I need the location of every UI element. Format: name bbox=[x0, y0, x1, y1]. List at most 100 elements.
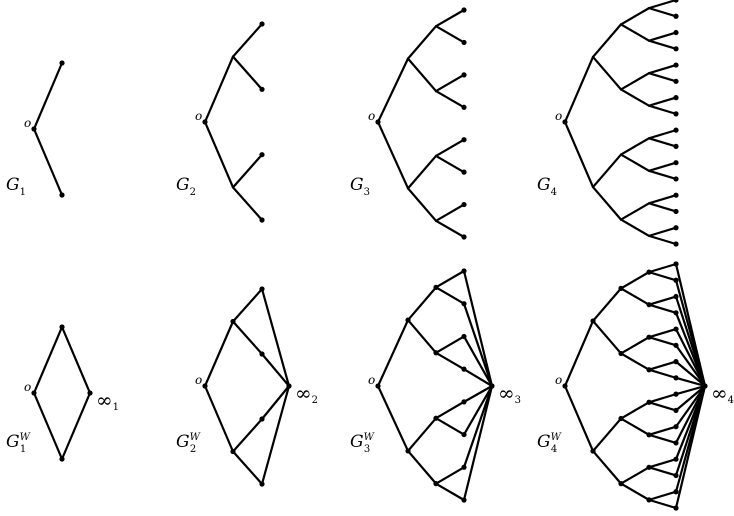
tree-edge bbox=[434, 154, 466, 174]
tree-edge bbox=[406, 318, 438, 354]
tree-edges bbox=[32, 61, 64, 197]
graph-name-superscript: W bbox=[364, 432, 375, 443]
graph-name-subscript: 1 bbox=[20, 444, 26, 455]
tree-nodes bbox=[375, 268, 495, 503]
graph-name-subscript: 3 bbox=[364, 444, 370, 455]
tree-edge bbox=[647, 393, 678, 404]
tree-edge bbox=[231, 450, 264, 486]
tree-edges bbox=[376, 8, 466, 239]
wire-edge bbox=[60, 391, 92, 461]
tree-edge bbox=[406, 57, 438, 93]
wire-edge bbox=[674, 384, 707, 428]
leaf-node bbox=[673, 293, 679, 300]
tree-edge bbox=[619, 336, 651, 355]
wire-edge bbox=[462, 335, 494, 388]
panel-g1: oG1 bbox=[6, 60, 65, 198]
wire-edge bbox=[462, 302, 494, 388]
tree-edge bbox=[591, 319, 623, 355]
tree-edge bbox=[619, 202, 651, 221]
leaf-node bbox=[461, 137, 467, 143]
leaf-node bbox=[461, 39, 467, 46]
panel-g3: oG3 bbox=[350, 7, 467, 240]
inner-node bbox=[646, 432, 652, 438]
tree-edge bbox=[434, 8, 466, 28]
tree-edge bbox=[647, 401, 678, 412]
graph-name-subscript: 1 bbox=[20, 187, 26, 198]
leaf-node bbox=[673, 407, 679, 413]
wire-edge bbox=[462, 384, 494, 436]
tree-edges bbox=[203, 22, 264, 222]
graph-name-letter: G bbox=[6, 432, 20, 452]
graph-name-subscript: 2 bbox=[190, 187, 196, 198]
leaf-node bbox=[673, 359, 679, 365]
tree-edge bbox=[434, 335, 466, 354]
sink-subscript: 1 bbox=[113, 402, 119, 413]
graph-name-label: G4 bbox=[537, 175, 557, 198]
graph-name-letter: G bbox=[350, 175, 364, 195]
tree-edge bbox=[434, 466, 466, 485]
tree-edge bbox=[231, 22, 264, 58]
tree-edge bbox=[647, 31, 678, 42]
inner-node bbox=[433, 415, 439, 421]
leaf-node bbox=[673, 78, 679, 84]
root-label: o bbox=[195, 109, 202, 123]
graph-name-superscript: W bbox=[190, 432, 201, 443]
leaf-node bbox=[461, 464, 467, 470]
inner-node bbox=[646, 399, 652, 405]
tree-edge bbox=[647, 425, 678, 436]
graph-name-label: G1 bbox=[6, 175, 26, 198]
tree-edge bbox=[32, 61, 64, 131]
leaf-node bbox=[673, 261, 679, 267]
wire-edge bbox=[462, 384, 494, 469]
tree-edges bbox=[563, 0, 678, 246]
tree-edge bbox=[647, 7, 678, 18]
tree-edge bbox=[647, 202, 678, 213]
tree-edge bbox=[591, 287, 623, 323]
wire-edge bbox=[674, 384, 707, 412]
wire-edge bbox=[462, 269, 494, 388]
leaf-node bbox=[673, 489, 679, 495]
tree-edge bbox=[434, 89, 466, 109]
root-node bbox=[202, 119, 208, 125]
leaf-node bbox=[461, 431, 467, 438]
wire-edge bbox=[260, 352, 291, 388]
tree-edge bbox=[619, 417, 651, 436]
tree-nodes bbox=[202, 21, 265, 223]
tree-edge bbox=[32, 391, 64, 461]
tree-edge bbox=[647, 72, 678, 83]
tree-edge bbox=[376, 57, 410, 124]
inner-node bbox=[405, 448, 411, 454]
tree-edge bbox=[231, 417, 264, 453]
graph-name-letter: G bbox=[537, 432, 551, 452]
tree-edge bbox=[647, 161, 678, 172]
leaf-node bbox=[673, 241, 679, 247]
tree-edges bbox=[203, 287, 291, 486]
tree-edge bbox=[619, 7, 651, 26]
leaf-node bbox=[259, 481, 265, 487]
leaf-node bbox=[59, 456, 65, 462]
root-label: o bbox=[368, 109, 375, 123]
wire-edge bbox=[462, 384, 494, 403]
leaf-node bbox=[461, 268, 467, 274]
tree-edge bbox=[406, 417, 438, 453]
tree-edge bbox=[647, 458, 678, 469]
leaf-node bbox=[673, 160, 679, 166]
tree-edge bbox=[434, 203, 466, 222]
tree-edge bbox=[647, 63, 678, 75]
graph-name-superscript: W bbox=[20, 432, 31, 443]
leaf-node bbox=[673, 0, 679, 3]
tree-edge bbox=[647, 271, 678, 282]
leaf-node bbox=[461, 333, 467, 340]
wire-edge bbox=[674, 360, 707, 388]
inner-node bbox=[646, 464, 652, 470]
sink-symbol: ∞ bbox=[295, 381, 312, 405]
tree-nodes bbox=[31, 324, 93, 462]
root-node bbox=[375, 119, 381, 125]
root-label: o bbox=[195, 373, 202, 387]
tree-edge bbox=[434, 286, 466, 305]
tree-edge bbox=[406, 187, 438, 222]
tree-edge bbox=[434, 269, 466, 289]
